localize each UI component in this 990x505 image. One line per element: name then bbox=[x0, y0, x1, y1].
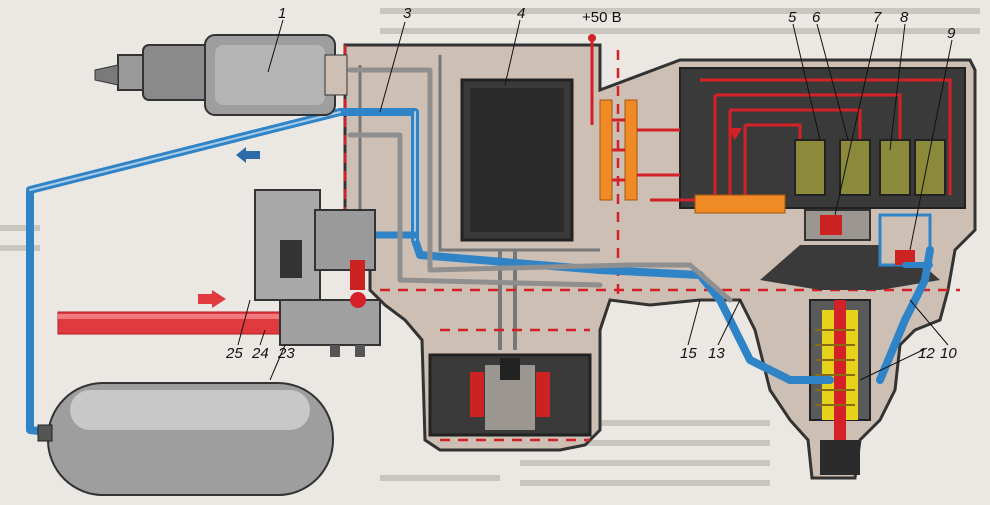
callout-6: 6 bbox=[812, 9, 821, 26]
callout-7: 7 bbox=[873, 9, 882, 26]
callout-labels: 1 3 4 +50 В 5 6 7 8 9 10 12 13 15 23 24 … bbox=[225, 5, 957, 362]
diaphragm-assembly bbox=[760, 209, 940, 475]
callout-5: 5 bbox=[788, 9, 797, 26]
callout-15: 15 bbox=[680, 345, 697, 362]
electric-block bbox=[679, 67, 966, 214]
control-chamber bbox=[460, 78, 574, 242]
callout-25: 25 bbox=[225, 345, 243, 362]
callout-10: 10 bbox=[940, 345, 957, 362]
callout-13: 13 bbox=[708, 345, 725, 362]
arrow-left-icon bbox=[236, 147, 260, 163]
callout-24: 24 bbox=[251, 345, 269, 362]
callout-4: 4 bbox=[517, 5, 525, 22]
arrow-right-icon bbox=[198, 290, 226, 308]
brake-line bbox=[57, 311, 284, 335]
voltage-label: +50 В bbox=[582, 9, 622, 26]
callout-8: 8 bbox=[900, 9, 909, 26]
electro-valve bbox=[254, 189, 381, 357]
air-cylinder bbox=[94, 34, 348, 116]
callout-9: 9 bbox=[947, 25, 956, 42]
lower-pilot-valve bbox=[428, 353, 592, 437]
air-tank bbox=[37, 382, 334, 496]
supply-wire bbox=[588, 34, 695, 202]
leader-lines bbox=[237, 19, 953, 381]
callout-1: 1 bbox=[278, 5, 286, 22]
background-page-text bbox=[0, 8, 980, 486]
callout-23: 23 bbox=[277, 345, 295, 362]
callout-12: 12 bbox=[918, 345, 935, 362]
seal-lines bbox=[343, 45, 960, 442]
callout-3: 3 bbox=[403, 5, 412, 22]
